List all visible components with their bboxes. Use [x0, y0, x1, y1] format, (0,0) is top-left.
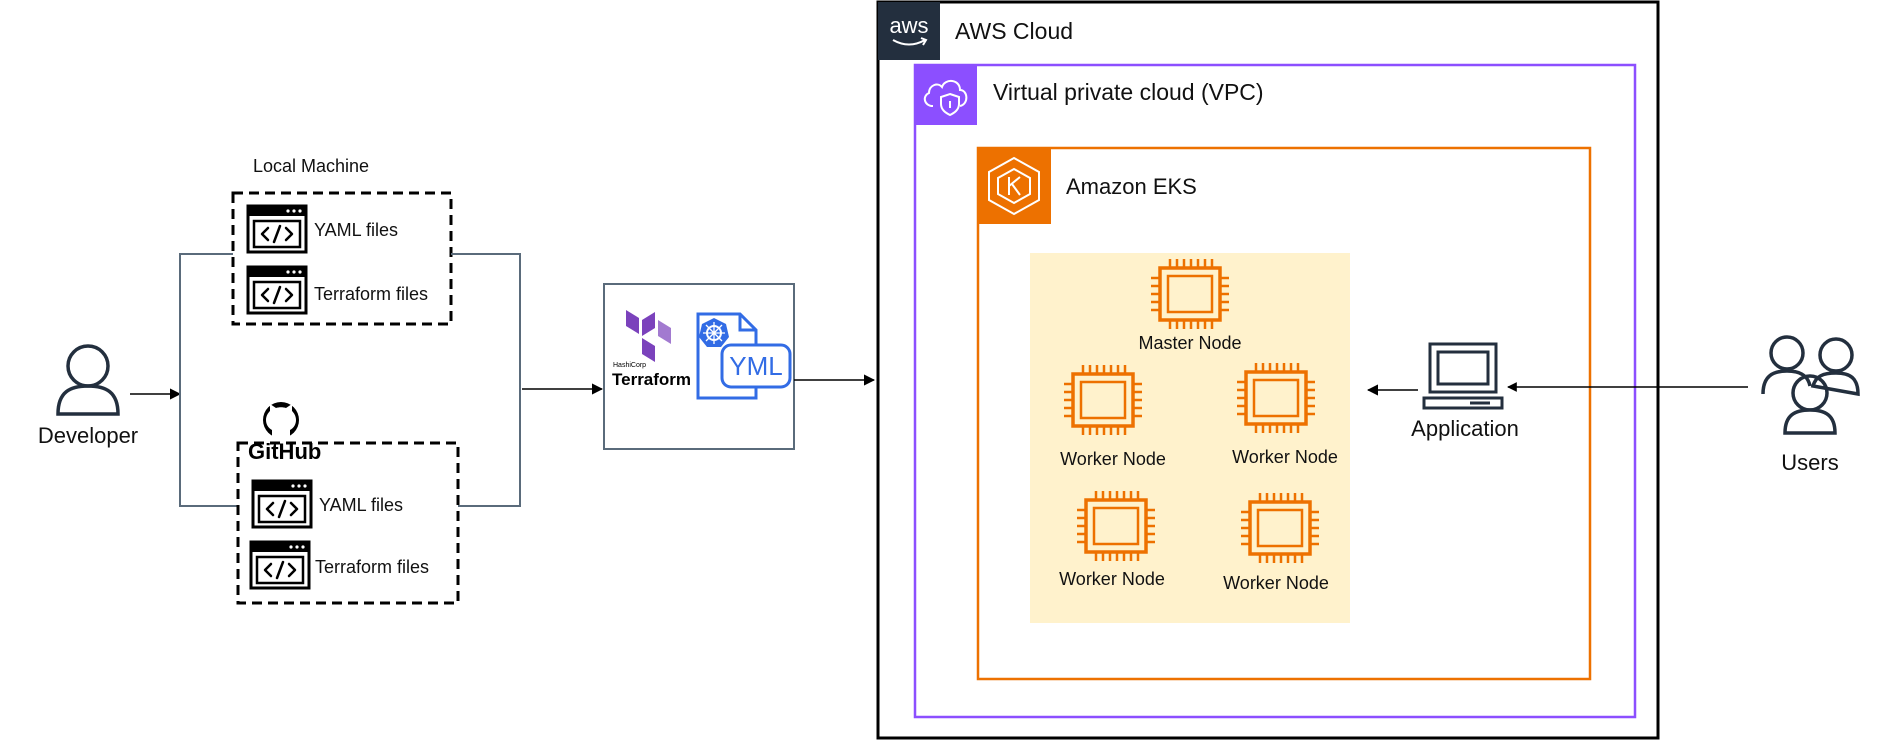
- laptop-icon: [1422, 342, 1504, 410]
- developer-person-icon: [56, 344, 120, 416]
- master-node-label: Master Node: [1138, 333, 1241, 353]
- github-yaml-files-label: YAML files: [319, 495, 403, 515]
- eks-label: Amazon EKS: [1066, 174, 1197, 199]
- worker-node-label: Worker Node: [1060, 449, 1166, 469]
- worker-node-label: Worker Node: [1232, 447, 1338, 467]
- yml-label: YML: [729, 351, 782, 381]
- connector-sources-left: [179, 253, 238, 507]
- eks-box: [976, 146, 1592, 681]
- aws-smile-icon: [892, 37, 928, 46]
- terraform-icon: [626, 310, 671, 362]
- worker-node-label: Worker Node: [1059, 569, 1165, 589]
- code-file-icon: [251, 479, 313, 529]
- github-box: [236, 441, 460, 605]
- local-terraform-files-label: Terraform files: [314, 284, 428, 304]
- local-machine-label: Local Machine: [253, 156, 369, 176]
- node-area: [1030, 253, 1350, 623]
- eks-icon: [988, 156, 1040, 216]
- aws-cloud-label: AWS Cloud: [955, 18, 1073, 44]
- terraform-brand-text: HashiCorp: [613, 362, 646, 369]
- vpc-label: Virtual private cloud (VPC): [993, 79, 1264, 105]
- aws-logo-text: aws: [889, 13, 928, 38]
- vpc-cloud-shield-icon: [923, 80, 968, 117]
- code-file-icon: [249, 540, 311, 590]
- application-label: Application: [1411, 416, 1519, 441]
- vpc-box: [913, 63, 1637, 719]
- developer-label: Developer: [38, 423, 138, 448]
- github-icon: [263, 402, 299, 438]
- users-icon: [1761, 335, 1860, 435]
- code-file-icon: [246, 265, 308, 315]
- kubernetes-icon: [699, 318, 729, 347]
- terraform-label: Terraform: [612, 370, 691, 389]
- users-label: Users: [1781, 450, 1838, 475]
- connector-sources-right: [451, 253, 521, 507]
- local-yaml-files-label: YAML files: [314, 220, 398, 240]
- github-terraform-files-label: Terraform files: [315, 557, 429, 577]
- yml-badge: [720, 343, 792, 389]
- aws-header-badge: [878, 2, 940, 60]
- worker-node-label: Worker Node: [1223, 573, 1329, 593]
- code-file-icon: [246, 204, 308, 254]
- local-machine-box: [231, 191, 453, 326]
